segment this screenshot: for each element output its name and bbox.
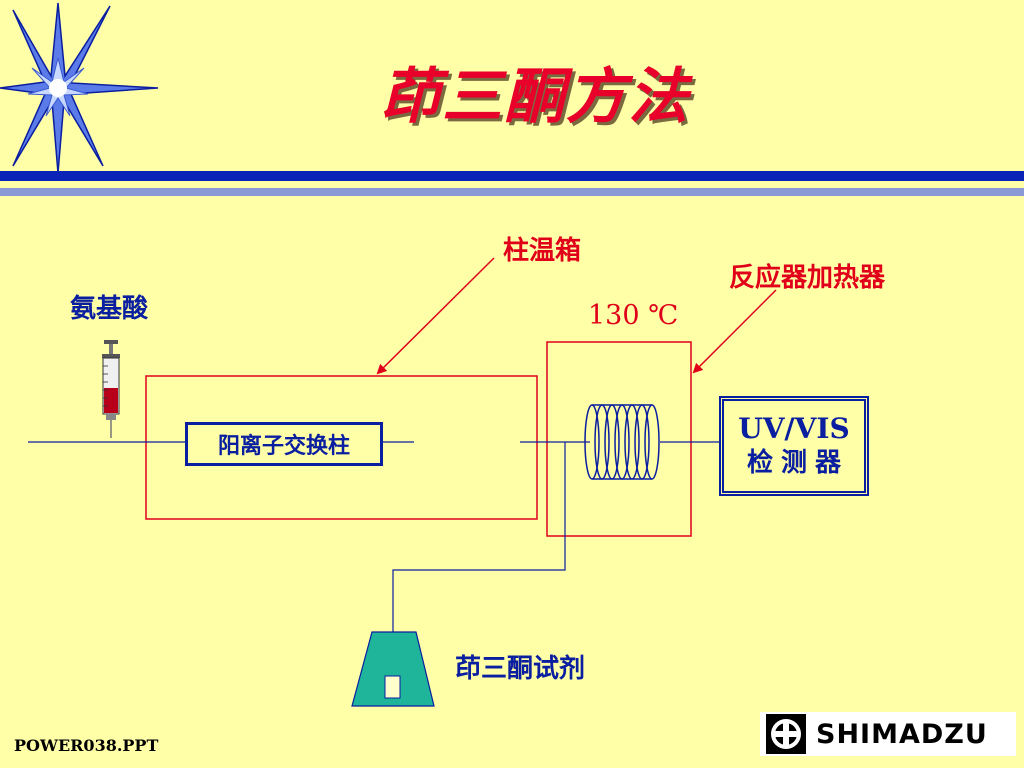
header-band-light [0, 188, 1024, 196]
detector-label-line1: UV/VIS [738, 412, 850, 445]
ion-exchange-column: 阳离子交换柱 [185, 422, 383, 466]
shimadzu-logo: SHIMADZU [760, 712, 1016, 756]
shimadzu-logo-text: SHIMADZU [816, 718, 988, 750]
footer-filename: POWER038.PPT [14, 736, 159, 755]
header-band-dark [0, 171, 1024, 181]
ion-exchange-column-label: 阳离子交换柱 [217, 434, 350, 459]
amino-acid-label: 氨基酸 [70, 294, 149, 324]
column-oven-label: 柱温箱 [503, 236, 582, 266]
column-oven-box [145, 375, 538, 520]
reagent-tube-tip [384, 675, 401, 699]
slide-title: 茚三酮方法 [380, 62, 690, 132]
shimadzu-emblem-icon [766, 714, 806, 754]
syringe-icon [102, 340, 120, 438]
reaction-coil [584, 404, 660, 480]
reactor-heater-box [546, 341, 692, 537]
arrow-column-oven [376, 257, 495, 375]
reactor-heater-label: 反应器加热器 [729, 263, 886, 293]
reagent-line [392, 442, 566, 678]
ninhydrin-reagent-label: 茚三酮试剂 [455, 654, 586, 684]
uv-vis-detector: UV/VIS 检测器 [719, 396, 869, 496]
temperature-label: 130 ℃ [588, 300, 679, 331]
reagent-bottle [351, 631, 435, 707]
arrow-reactor-heater [692, 289, 777, 374]
detector-label-line2: 检测器 [746, 448, 849, 478]
